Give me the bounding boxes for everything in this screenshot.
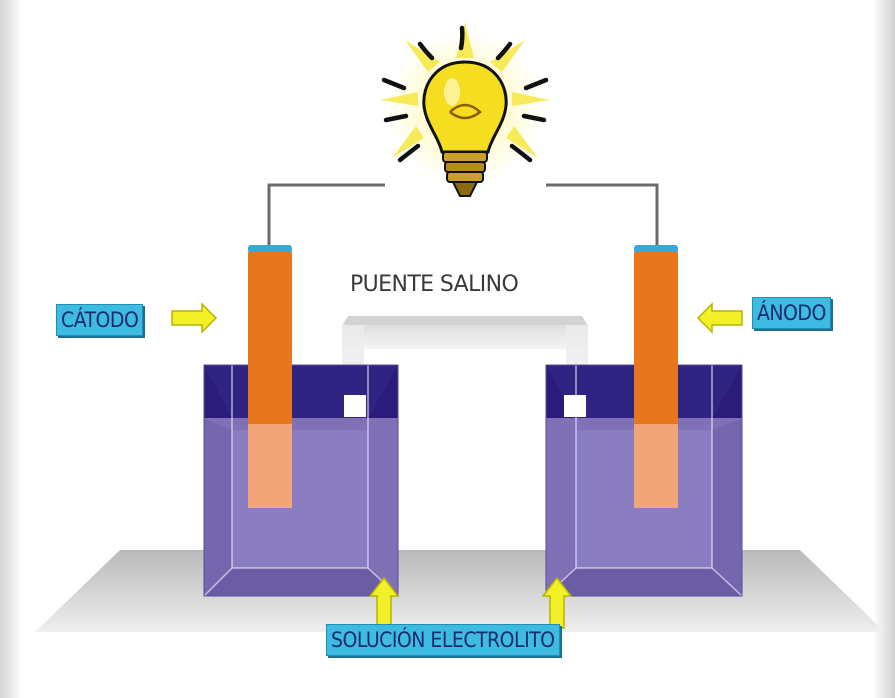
- cathode-label: CÁTODO: [56, 304, 144, 336]
- anode-arrow-icon: [696, 302, 743, 334]
- light-bulb-icon: [380, 22, 550, 197]
- electrolyte-label: SOLUCIÓN ELECTROLITO: [326, 624, 560, 656]
- table-surface: [35, 550, 885, 632]
- anode-electrode: [634, 245, 678, 508]
- electrolyte-arrow-left-icon: [368, 576, 400, 629]
- cathode-electrode: [248, 245, 292, 508]
- left-beaker: [203, 364, 399, 597]
- anode-label: ÁNODO: [752, 297, 831, 329]
- cathode-arrow-icon: [171, 302, 218, 334]
- wire-left: [267, 183, 385, 248]
- wire-right: [546, 183, 659, 248]
- salt-bridge-label: PUENTE SALINO: [350, 272, 519, 297]
- electrolyte-arrow-right-icon: [541, 576, 573, 629]
